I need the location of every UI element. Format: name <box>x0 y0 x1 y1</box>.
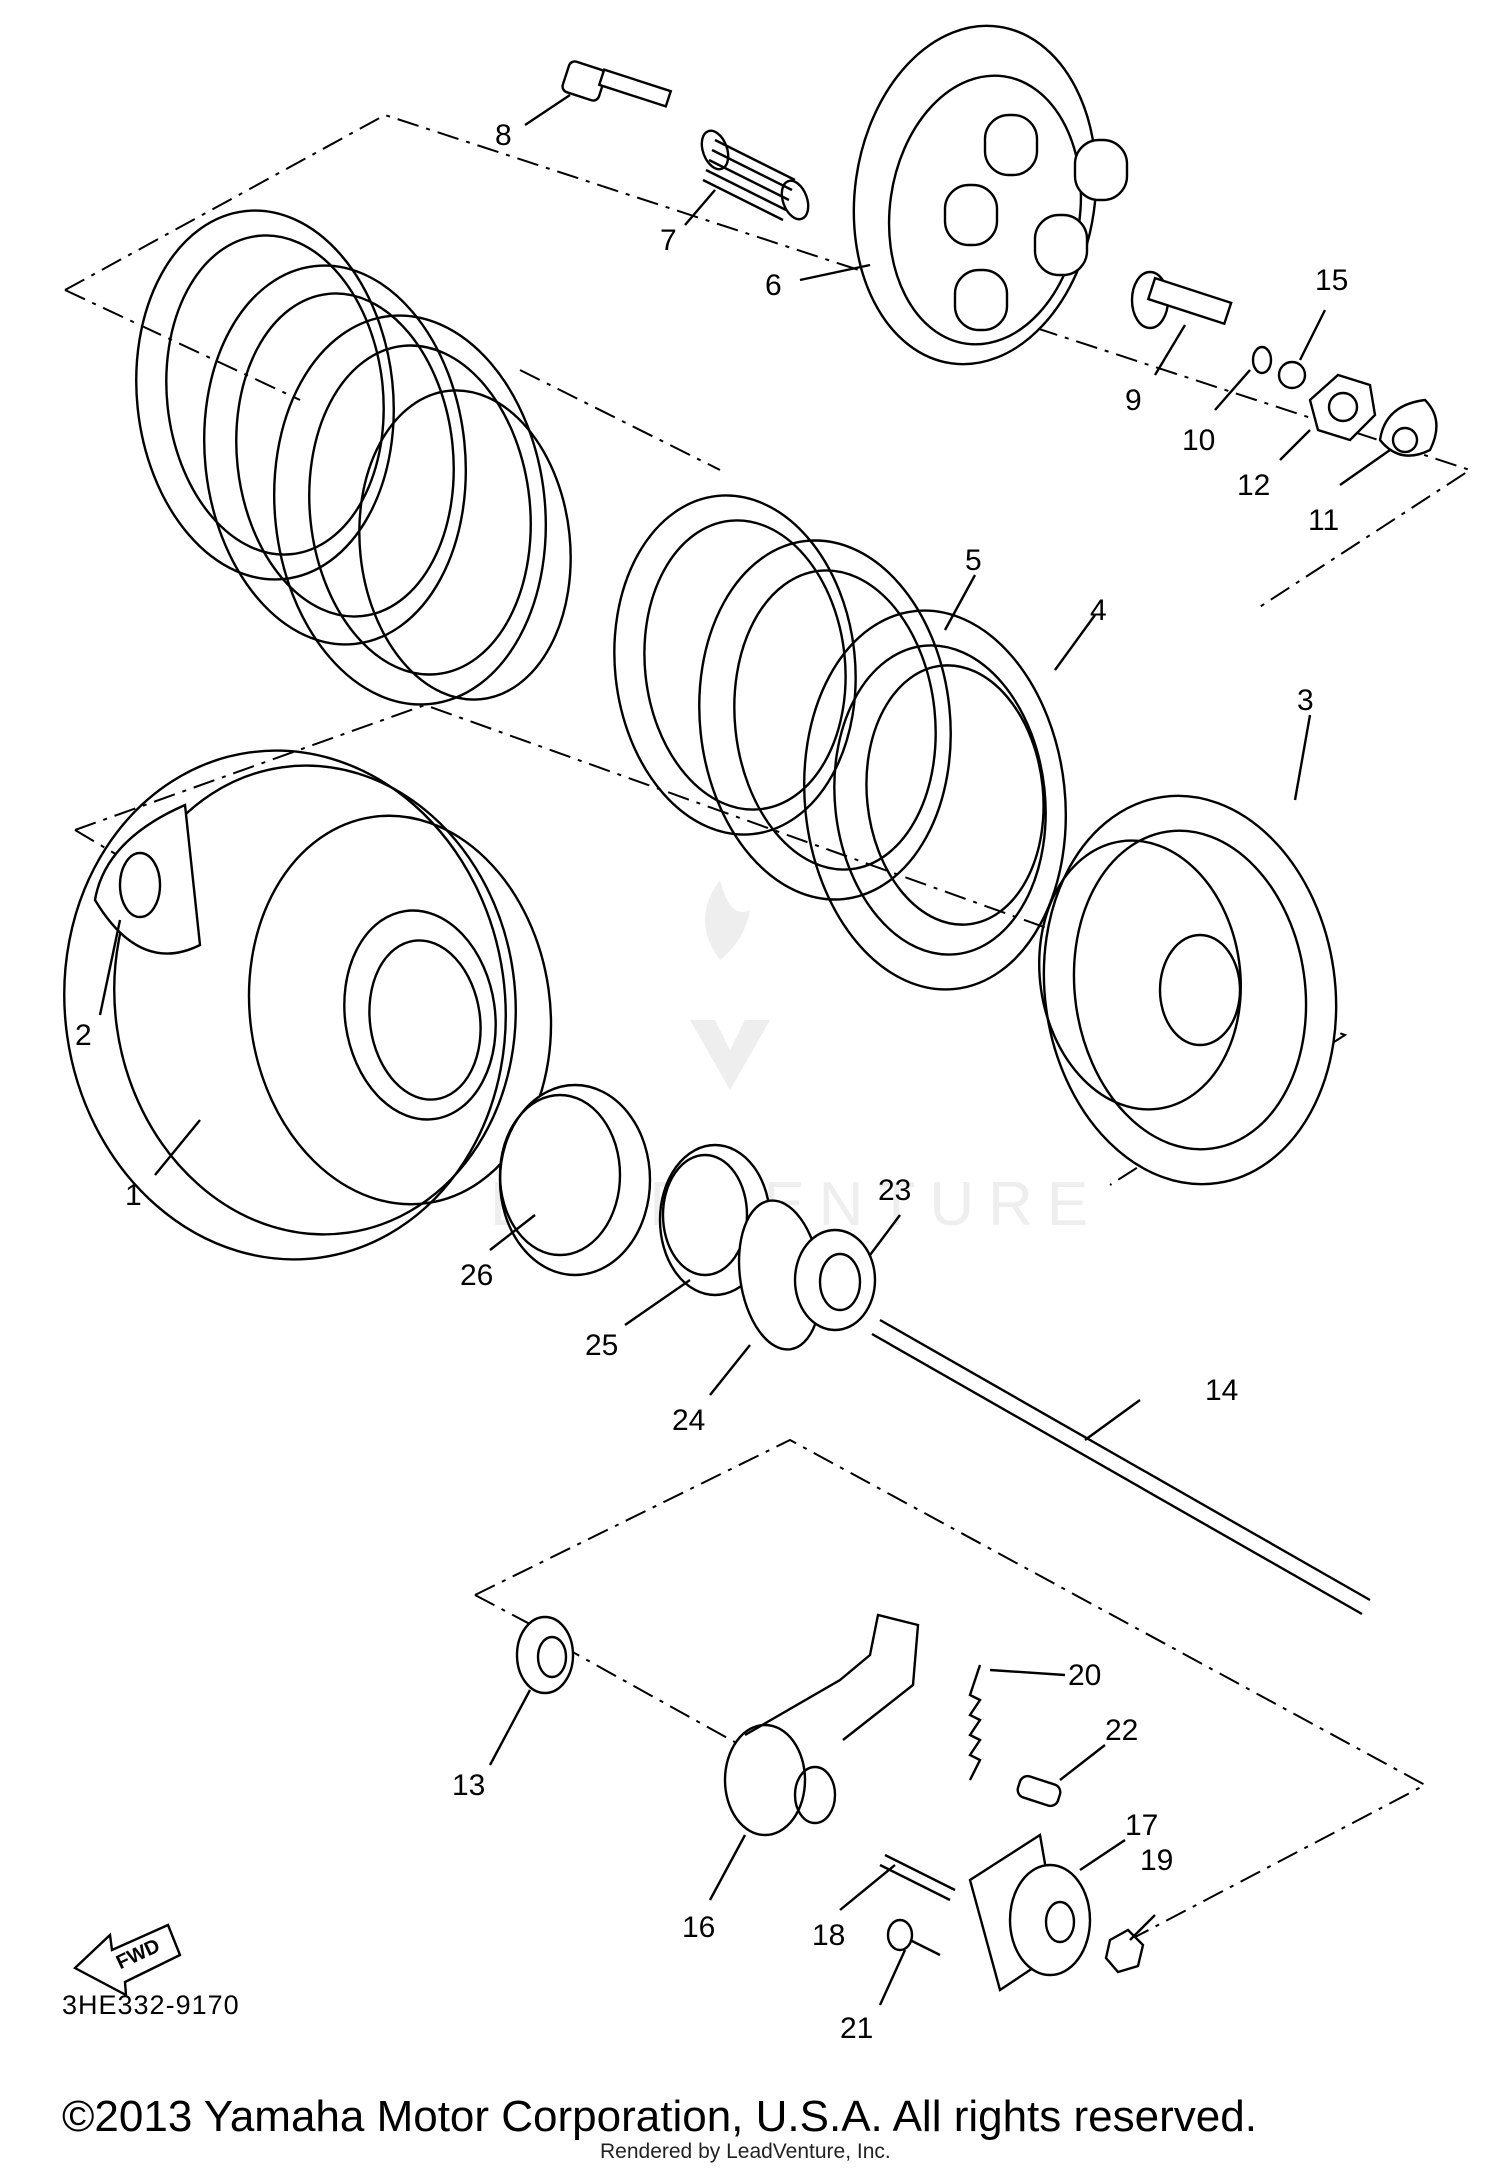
friction-plate-stack-lower <box>613 494 1068 991</box>
spacer-collar <box>793 1228 877 1332</box>
cover-screw <box>886 1918 941 1957</box>
callout-14: 14 <box>1205 1374 1238 1407</box>
callout-3: 3 <box>1297 684 1314 717</box>
primary-driven-gear-housing <box>63 749 553 1261</box>
rendered-by-notice: Rendered by LeadVenture, Inc. <box>600 2140 891 2163</box>
o-ring <box>1251 345 1273 375</box>
callout-7: 7 <box>660 224 677 257</box>
callout-13: 13 <box>452 1769 485 1802</box>
callout-23: 23 <box>878 1174 911 1207</box>
callout-4: 4 <box>1090 594 1107 627</box>
callout-12: 12 <box>1237 469 1270 502</box>
bolt <box>561 60 673 108</box>
callout-1: 1 <box>125 1179 142 1212</box>
push-rod-long <box>871 1318 1371 1616</box>
callout-6: 6 <box>765 269 782 302</box>
callout-22: 22 <box>1105 1714 1138 1747</box>
callout-21: 21 <box>840 2012 873 2045</box>
push-lever-shaft <box>723 1613 920 1837</box>
copyright-notice: ©2013 Yamaha Motor Corporation, U.S.A. A… <box>62 2092 1257 2141</box>
oil-seal <box>515 1615 575 1695</box>
callout-19: 19 <box>1140 1844 1173 1877</box>
callout-25: 25 <box>585 1329 618 1362</box>
callout-10: 10 <box>1182 424 1215 457</box>
callout-20: 20 <box>1068 1659 1101 1692</box>
callout-9: 9 <box>1125 384 1142 417</box>
callout-5: 5 <box>965 544 982 577</box>
callout-17: 17 <box>1125 1809 1158 1842</box>
return-spring <box>968 1664 982 1781</box>
callout-15: 15 <box>1315 264 1348 297</box>
hub-nut <box>1308 373 1377 442</box>
friction-plate-stack-upper <box>135 209 572 706</box>
adjusting-screw <box>879 1853 956 1902</box>
needle-bearing <box>498 1083 652 1277</box>
callout-labels: 1 2 3 4 5 6 7 8 9 10 11 12 13 14 15 16 1… <box>75 119 1348 2045</box>
cover-nut <box>1104 1928 1145 1974</box>
clutch-boss <box>1038 794 1338 1186</box>
callout-11: 11 <box>1308 504 1339 537</box>
lock-washer <box>1378 398 1438 457</box>
callout-8: 8 <box>495 119 512 152</box>
dowel-pin <box>1016 1774 1062 1808</box>
push-lever-cover <box>968 1833 1092 1992</box>
callout-24: 24 <box>672 1404 705 1437</box>
thrust-plate <box>93 803 202 955</box>
callout-18: 18 <box>812 1919 845 1952</box>
clutch-spring <box>700 129 810 222</box>
steel-ball <box>1277 360 1307 390</box>
callout-16: 16 <box>682 1911 715 1944</box>
callout-26: 26 <box>460 1259 493 1292</box>
leader-lines <box>98 94 1391 2006</box>
push-rod-short <box>1130 270 1233 330</box>
pressure-plate <box>852 24 1129 366</box>
part-code: 3HE332-9170 <box>62 1990 240 2020</box>
fwd-arrow-icon: FWD <box>72 1923 182 1998</box>
callout-2: 2 <box>75 1019 92 1052</box>
